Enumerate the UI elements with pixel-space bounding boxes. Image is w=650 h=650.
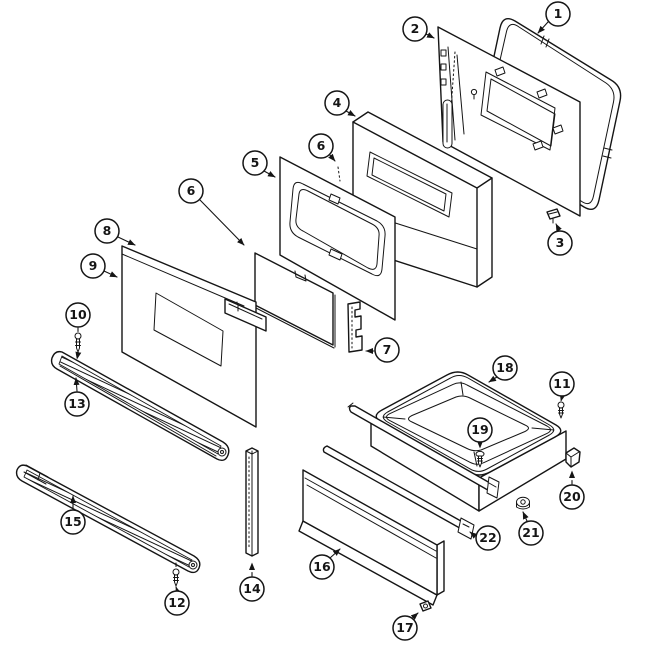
svg-text:5: 5 [251,155,260,170]
callout-14[interactable]: 14 [239,562,265,602]
callout-21[interactable]: 21 [518,511,544,546]
door-back-assembly [437,18,622,224]
svg-text:4: 4 [333,95,342,110]
svg-text:14: 14 [243,581,261,596]
handle-screw-lower [172,562,180,587]
callout-13[interactable]: 13 [64,377,90,417]
part-hinge-bracket [347,301,363,353]
svg-text:8: 8 [103,223,112,238]
svg-text:9: 9 [89,258,98,273]
callout-22[interactable]: 22 [469,525,501,551]
svg-text:19: 19 [471,422,488,437]
handle-screw-upper [74,332,82,353]
svg-text:16: 16 [313,559,331,574]
callout-8[interactable]: 8 [94,218,136,246]
svg-text:21: 21 [522,525,539,540]
door-window-opening [480,71,556,151]
svg-text:6: 6 [187,183,196,198]
door-front-assembly [15,245,267,587]
part-drawer-glide [565,447,581,468]
svg-text:12: 12 [168,595,185,610]
callout-16[interactable]: 16 [309,548,341,580]
callout-2[interactable]: 2 [402,16,435,42]
callout-12[interactable]: 12 [164,586,190,616]
part-top-trim-strip [224,298,267,332]
drawer-assembly [298,371,581,612]
callout-6-lower[interactable]: 6 [178,178,245,246]
svg-text:11: 11 [553,376,570,391]
callout-17[interactable]: 17 [392,612,419,641]
callout-1[interactable]: 1 [537,1,571,34]
callouts: 1 2 3 4 5 6 6 7 [60,1,585,641]
part-drawer-nut [516,496,530,510]
part-door-handle [50,350,230,462]
part-door-front-frame [279,156,396,321]
svg-text:13: 13 [68,396,85,411]
callout-11[interactable]: 11 [549,371,575,402]
part-filler-strip [245,447,259,557]
svg-text:2: 2 [411,21,420,36]
callout-20[interactable]: 20 [559,470,585,510]
svg-text:3: 3 [556,235,565,250]
part-drawer-grommet [419,600,432,612]
part-drawer-front-panel [298,469,445,606]
drawer-screw-center [475,450,485,468]
callout-10[interactable]: 10 [65,302,91,360]
svg-text:17: 17 [396,620,413,635]
callout-4[interactable]: 4 [324,90,356,117]
svg-text:6: 6 [317,138,326,153]
callout-15[interactable]: 15 [60,495,86,535]
svg-text:22: 22 [479,530,496,545]
svg-text:20: 20 [563,489,581,504]
svg-text:10: 10 [69,307,87,322]
callout-3[interactable]: 3 [547,223,573,256]
door-middle-assembly [254,111,493,353]
svg-text:7: 7 [383,342,392,357]
svg-text:15: 15 [64,514,81,529]
callout-6-upper[interactable]: 6 [308,133,341,182]
callout-19[interactable]: 19 [467,417,493,449]
callout-18[interactable]: 18 [488,355,518,383]
callout-5[interactable]: 5 [242,150,276,178]
part-drawer-front-rail [347,402,500,499]
part-door-clip [546,208,561,224]
svg-text:1: 1 [554,6,563,21]
callout-7[interactable]: 7 [365,337,400,363]
part-door-glass [254,252,336,349]
part-lower-trim-handle [15,464,201,574]
svg-text:18: 18 [496,360,513,375]
part-inner-door-panel [437,26,581,217]
callout-9[interactable]: 9 [80,253,118,279]
drawer-screw-right [557,401,565,419]
